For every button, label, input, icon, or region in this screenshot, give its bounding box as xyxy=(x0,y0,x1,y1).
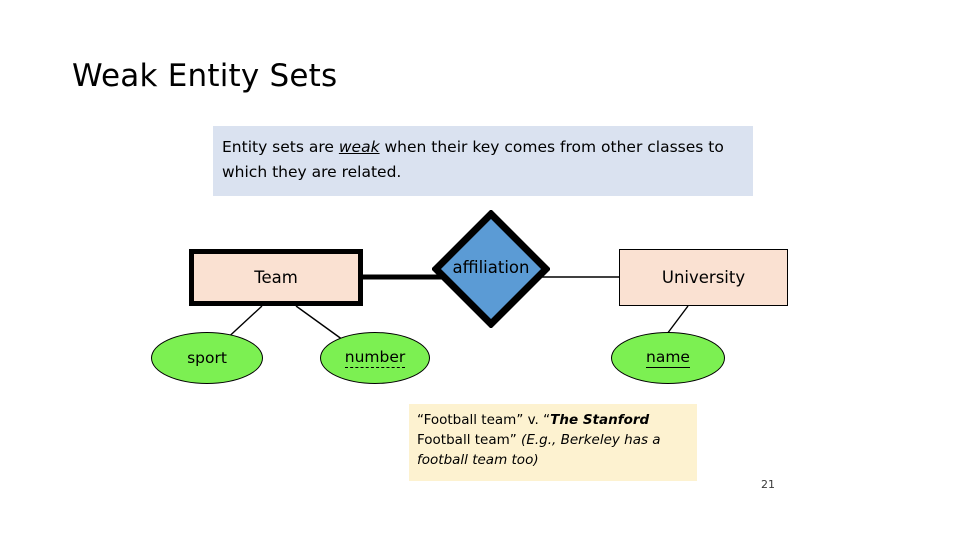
relationship-affiliation[interactable]: affiliation xyxy=(432,210,550,328)
relationship-affiliation-label: affiliation xyxy=(452,258,530,277)
page-title: Weak Entity Sets xyxy=(72,58,338,94)
diamond-shape-icon xyxy=(432,210,550,328)
attribute-number[interactable]: number xyxy=(320,332,430,384)
page-number: 21 xyxy=(761,478,775,491)
attribute-sport[interactable]: sport xyxy=(151,332,263,384)
definition-text: Entity sets are weak when their key come… xyxy=(222,135,741,185)
note-box: “Football team” v. “The Stanford Footbal… xyxy=(409,404,697,481)
attribute-sport-label: sport xyxy=(187,349,227,367)
entity-team[interactable]: Team xyxy=(189,249,363,306)
definition-keyword: weak xyxy=(338,138,380,156)
entity-university[interactable]: University xyxy=(619,249,788,306)
definition-banner: Entity sets are weak when their key come… xyxy=(213,126,753,196)
note-text: “Football team” v. “The Stanford Footbal… xyxy=(417,410,689,470)
note-parenthetical: (E.g., Berkeley has a football team too) xyxy=(417,432,661,468)
note-line2-plain: Football team” xyxy=(417,432,522,448)
definition-text-before: Entity sets are xyxy=(222,138,339,156)
note-emphasis: The Stanford xyxy=(550,412,650,428)
attribute-name-label: name xyxy=(646,348,690,368)
definition-text-after: when their key comes from other classes … xyxy=(222,138,724,181)
note-line1-before: “Football team” v. “ xyxy=(417,412,551,428)
entity-team-label: Team xyxy=(254,268,298,287)
attribute-number-label: number xyxy=(344,348,406,368)
attribute-name[interactable]: name xyxy=(611,332,725,384)
entity-university-label: University xyxy=(661,268,746,287)
